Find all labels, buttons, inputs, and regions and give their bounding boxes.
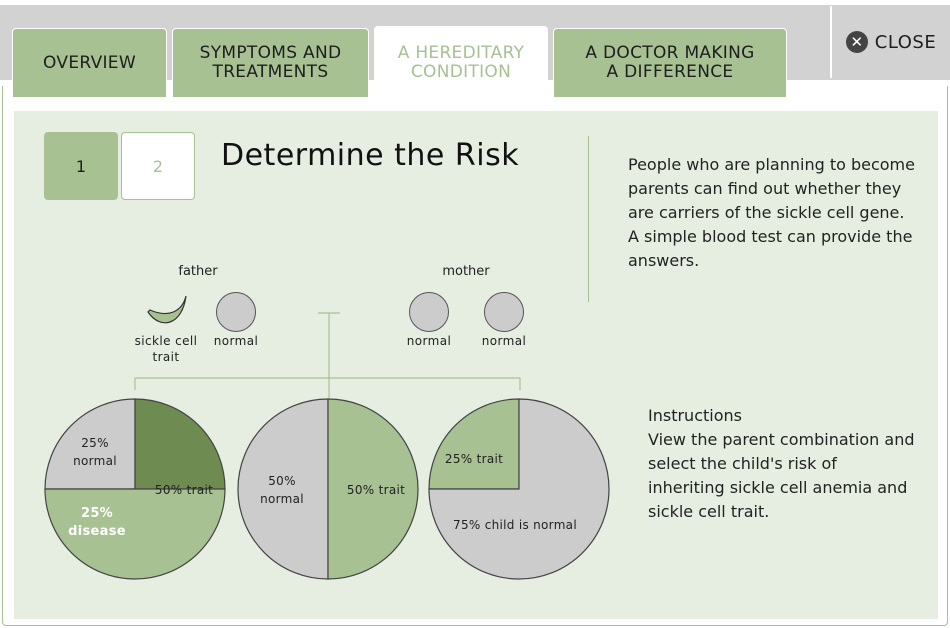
- pie1-slice-1[interactable]: [44, 398, 136, 490]
- pie1-disease-label[interactable]: 25% disease: [62, 505, 132, 541]
- father-sickle-cell-label-line2: trait: [152, 350, 180, 364]
- tab-hereditary-label-line1: A HEREDITARY: [397, 43, 525, 63]
- pie3-trait-label[interactable]: 25% trait: [444, 452, 504, 466]
- mother-normal-cell-1-icon: [409, 292, 449, 332]
- pie1-normal-label-line2: normal: [73, 454, 117, 468]
- step-2-button[interactable]: 2: [121, 132, 195, 200]
- step-2-label: 2: [152, 156, 164, 176]
- instructions-heading: Instructions: [648, 406, 742, 425]
- vertical-divider: [588, 136, 589, 302]
- pie2-normal-label-line2: normal: [260, 492, 304, 506]
- mother-label: mother: [442, 264, 490, 279]
- close-label: CLOSE: [874, 31, 937, 53]
- intro-text: People who are planning to become parent…: [628, 155, 915, 270]
- pie2-slice-2[interactable]: [327, 398, 419, 580]
- pie2-slice-1[interactable]: [237, 398, 329, 580]
- pie1-trait-label[interactable]: 50% trait: [154, 483, 214, 497]
- step-1-button[interactable]: 1: [44, 132, 118, 200]
- pie3-slice-2[interactable]: [428, 398, 610, 580]
- father-sickle-cell-label: sickle cell trait: [128, 333, 204, 365]
- tab-doctor-label-line1: A DOCTOR MAKING: [585, 43, 755, 63]
- tab-symptoms-label-line1: SYMPTOMS AND: [199, 43, 342, 63]
- instructions-block: Instructions View the parent combination…: [648, 404, 918, 524]
- pie1-slice-3[interactable]: [44, 488, 226, 580]
- tab-symptoms-label-line2: TREATMENTS: [212, 62, 329, 82]
- pie1-normal-label[interactable]: 25% normal: [62, 434, 128, 470]
- page-title: Determine the Risk: [221, 138, 520, 173]
- step-1-label: 1: [75, 156, 87, 176]
- pie2-normal-label-line1: 50%: [268, 474, 296, 488]
- pie2-trait-label[interactable]: 50% trait: [346, 483, 406, 497]
- pie1-normal-label-line1: 25%: [81, 436, 109, 450]
- pie3-slice-1[interactable]: [428, 398, 520, 490]
- close-button[interactable]: ✕ CLOSE: [830, 6, 950, 78]
- pie1-disease-label-line2: disease: [68, 524, 126, 539]
- sickle-cell-icon: [147, 295, 187, 324]
- mother-normal-label-1: normal: [406, 334, 452, 348]
- close-icon: ✕: [845, 31, 868, 53]
- father-normal-cell-icon: [216, 292, 256, 332]
- father-normal-label: normal: [213, 334, 259, 348]
- mother-normal-cell-2-icon: [484, 292, 524, 332]
- pie3-normal-label[interactable]: 75% child is normal: [453, 518, 577, 532]
- tab-overview[interactable]: OVERVIEW: [12, 28, 167, 98]
- father-sickle-cell-label-line1: sickle cell: [134, 334, 198, 348]
- mother-normal-label-2: normal: [481, 334, 527, 348]
- tab-hereditary-label-line2: CONDITION: [410, 62, 512, 82]
- pie2-normal-label[interactable]: 50% normal: [250, 472, 314, 508]
- tab-doctor-label-line2: A DIFFERENCE: [606, 62, 734, 82]
- tab-overview-label: OVERVIEW: [43, 52, 136, 73]
- pie1-slice-2[interactable]: [134, 398, 226, 490]
- father-label: father: [178, 264, 218, 279]
- pie1-disease-label-line1: 25%: [80, 506, 114, 521]
- instructions-body: View the parent combination and select t…: [648, 430, 915, 521]
- pie-charts: [44, 398, 610, 580]
